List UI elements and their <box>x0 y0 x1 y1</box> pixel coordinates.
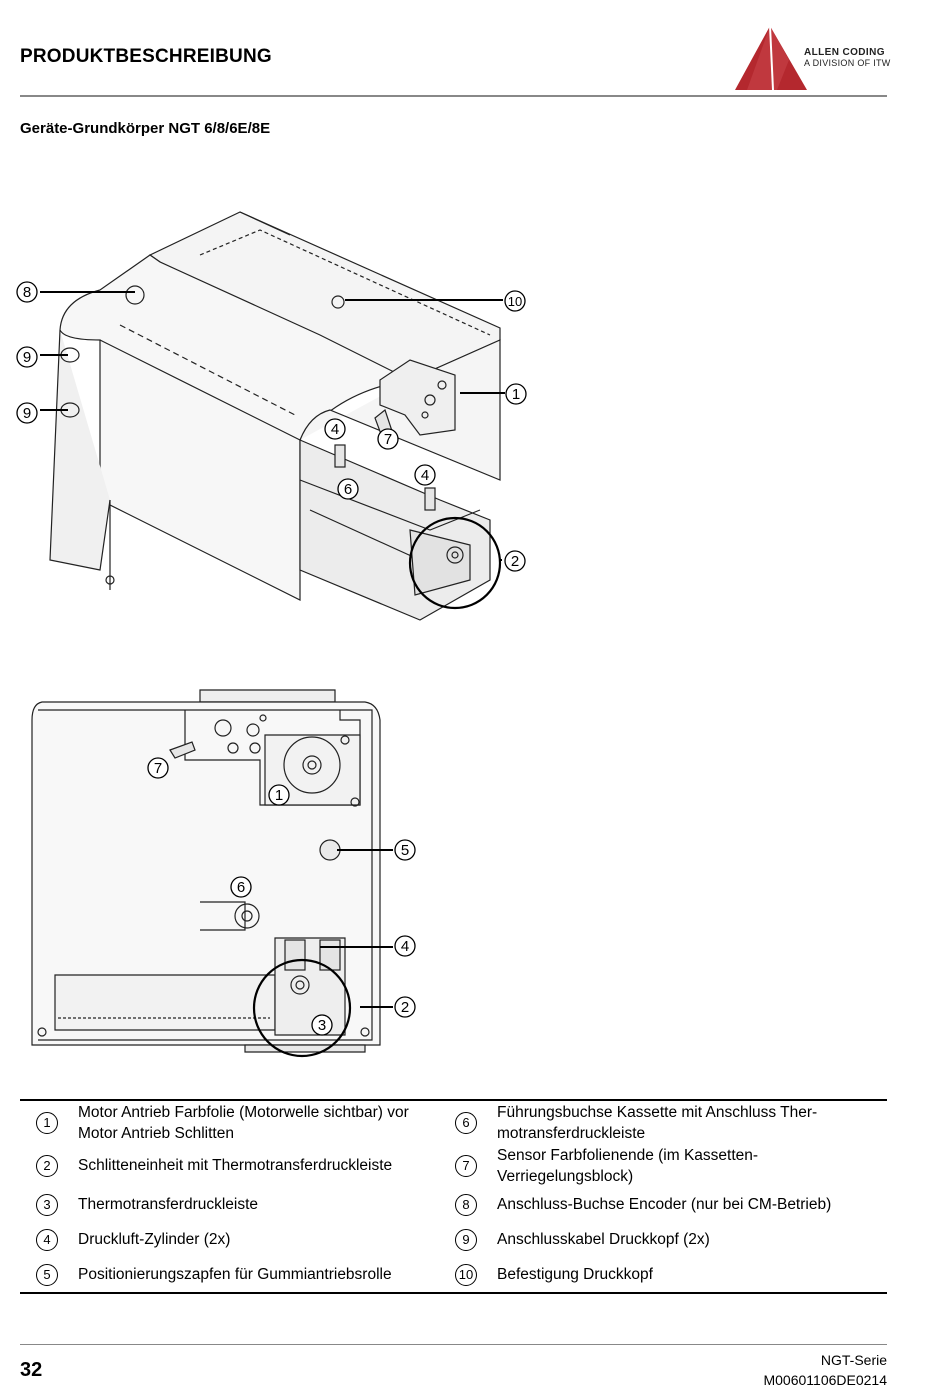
legend-number: 5 <box>36 1263 58 1286</box>
section-subtitle: Geräte-Grundkörper NGT 6/8/6E/8E <box>20 120 271 137</box>
svg-text:1: 1 <box>512 386 520 403</box>
series-name: NGT-Serie <box>820 1352 887 1368</box>
callout-bottom-5: 5 <box>394 839 416 861</box>
svg-text:4: 4 <box>331 421 339 438</box>
svg-text:2: 2 <box>511 553 519 570</box>
legend-row: 5 Positionierungszapfen für Gummiantrieb… <box>20 1257 887 1292</box>
legend-text: Führungsbuchse Kassette mit Anschluss Th… <box>497 1103 818 1142</box>
svg-text:7: 7 <box>154 760 162 777</box>
legend-text: Anschluss-Buchse Encoder (nur bei CM-Bet… <box>497 1196 832 1213</box>
legend-number: 2 <box>36 1154 58 1177</box>
svg-text:9: 9 <box>23 405 31 422</box>
callout-6: 6 <box>337 478 359 500</box>
callout-bottom-2: 2 <box>394 996 416 1018</box>
callout-9a: 9 <box>16 346 38 368</box>
legend-number: 10 <box>455 1263 477 1286</box>
svg-text:4: 4 <box>401 938 409 955</box>
callout-4b: 4 <box>414 464 436 486</box>
legend-row: 2 Schlitteneinheit mit Thermotransferdru… <box>20 1144 887 1187</box>
legend-text: Positionierungszapfen für Gummiantriebsr… <box>78 1266 392 1283</box>
device-side-view-drawing: 7 1 5 6 4 2 3 <box>31 689 416 1058</box>
svg-text:6: 6 <box>344 481 352 498</box>
legend-text: Druckluft-Zylinder (2x) <box>78 1231 231 1248</box>
svg-text:9: 9 <box>23 349 31 366</box>
svg-text:3: 3 <box>318 1017 326 1034</box>
legend-row: 3 Thermotransferdruckleiste 8 Anschluss-… <box>20 1187 887 1222</box>
callout-8: 8 <box>16 281 38 303</box>
page-number: 32 <box>20 1359 43 1381</box>
page-header-title: PRODUKTBESCHREIBUNG <box>20 46 272 67</box>
svg-text:6: 6 <box>237 879 245 896</box>
callout-9b: 9 <box>16 402 38 424</box>
callout-7: 7 <box>377 428 399 450</box>
svg-text:1: 1 <box>275 787 283 804</box>
brand-tagline: A DIVISION OF ITW <box>804 58 891 68</box>
legend-number: 8 <box>455 1193 477 1216</box>
legend-number: 3 <box>36 1193 58 1216</box>
callout-4a: 4 <box>324 418 346 440</box>
svg-text:10: 10 <box>508 294 522 309</box>
legend-text: Thermotransferdruckleiste <box>78 1196 259 1213</box>
device-isometric-drawing: 8 9 9 4 7 6 4 10 1 2 <box>16 211 527 621</box>
legend-number: 1 <box>36 1111 58 1134</box>
svg-text:7: 7 <box>384 431 392 448</box>
document-number: M00601106DE0214 <box>763 1372 887 1388</box>
svg-text:2: 2 <box>401 999 409 1016</box>
svg-text:4: 4 <box>421 467 429 484</box>
callout-1: 1 <box>505 383 527 405</box>
legend-row: 4 Druckluft-Zylinder (2x) 9 Anschlusskab… <box>20 1222 887 1257</box>
footer-rule <box>20 1344 887 1345</box>
legend-number: 6 <box>455 1111 477 1134</box>
callout-bottom-3: 3 <box>311 1014 333 1036</box>
legend-row: 1 Motor Antrieb Farbfolie (Motorwelle si… <box>20 1101 887 1144</box>
callout-bottom-6: 6 <box>230 876 252 898</box>
legend-number: 7 <box>455 1154 477 1177</box>
legend-text: Befestigung Druckkopf <box>497 1266 653 1283</box>
callout-2: 2 <box>504 550 526 572</box>
callout-bottom-4: 4 <box>394 935 416 957</box>
svg-text:8: 8 <box>23 284 31 301</box>
allen-coding-logo <box>735 25 807 91</box>
callout-bottom-1: 1 <box>268 784 290 806</box>
callout-bottom-7: 7 <box>147 757 169 779</box>
legend-text: Schlitteneinheit mit Thermotransferdruck… <box>78 1157 393 1174</box>
legend-text: Motor Antrieb Farbfolie (Motorwelle sich… <box>78 1103 409 1142</box>
legend-text: Sensor Farbfolienende (im Kassetten­Verr… <box>497 1146 759 1185</box>
legend-table: 1 Motor Antrieb Farbfolie (Motorwelle si… <box>20 1099 887 1294</box>
legend-text: Anschlusskabel Druckkopf (2x) <box>497 1231 710 1248</box>
legend-number: 9 <box>455 1228 477 1251</box>
legend-number: 4 <box>36 1228 58 1251</box>
brand-name: ALLEN CODING <box>804 47 885 58</box>
callout-10: 10 <box>504 290 526 312</box>
header-rule <box>20 95 887 97</box>
svg-text:5: 5 <box>401 842 409 859</box>
